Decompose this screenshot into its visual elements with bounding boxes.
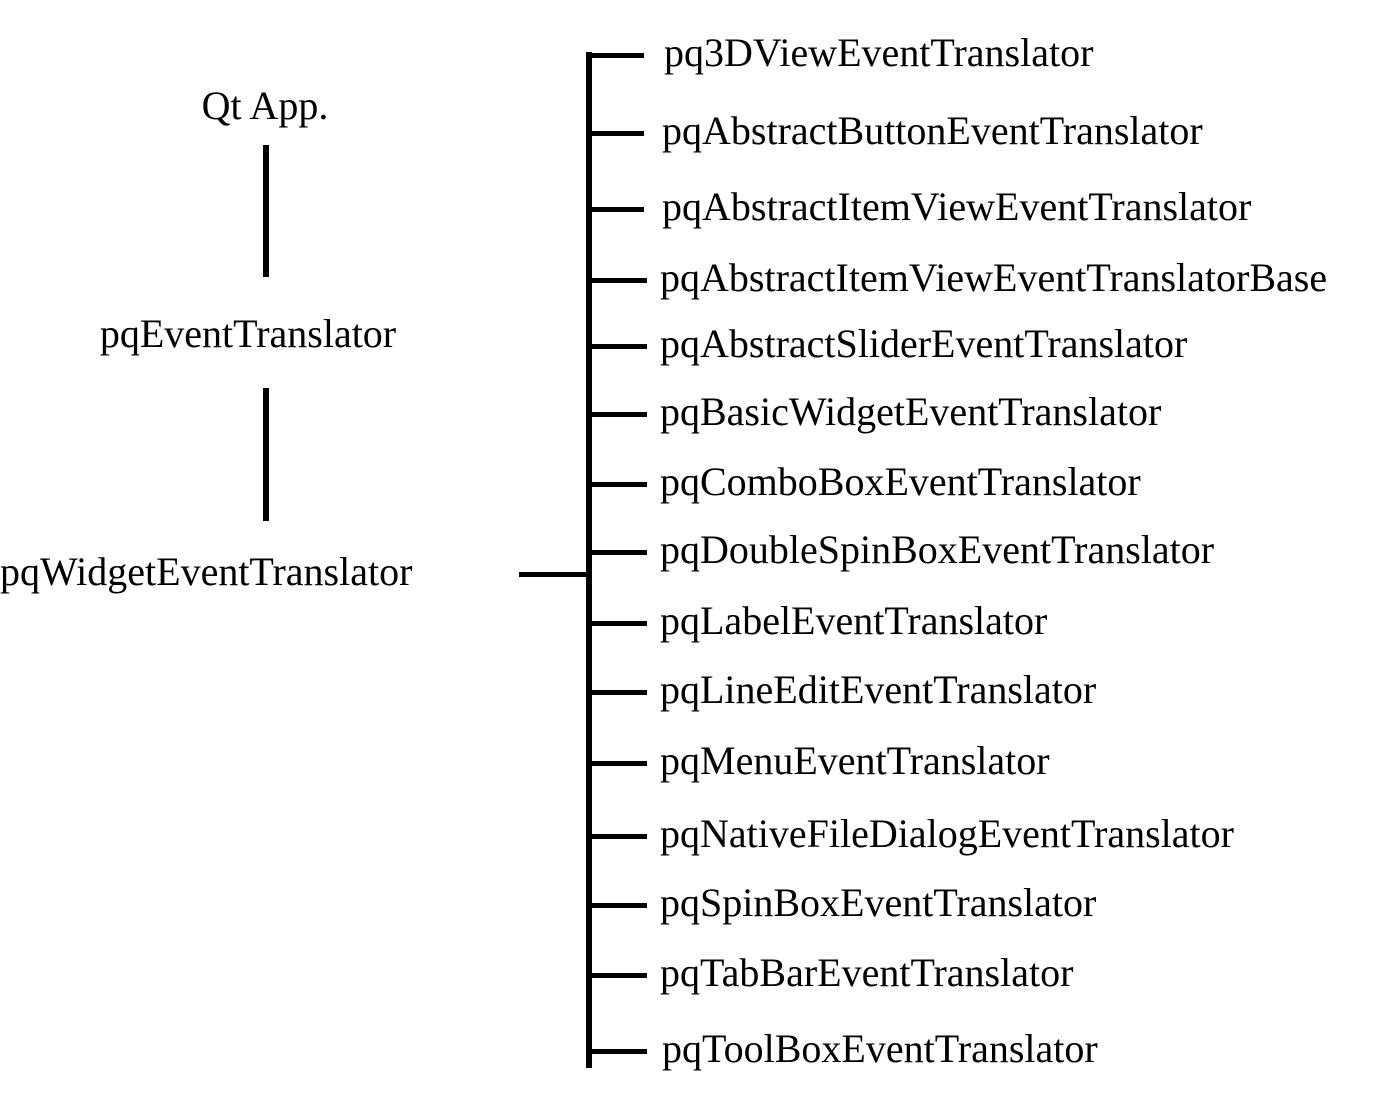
child-node-label: pqAbstractButtonEventTranslator <box>662 108 1203 153</box>
node-qt-app: Qt App. <box>201 83 329 128</box>
child-connector-tick <box>589 482 647 487</box>
child-connector-tick <box>589 207 644 212</box>
child-connector-tick <box>589 278 647 283</box>
child-node-label: pqTabBarEventTranslator <box>660 950 1074 995</box>
child-node-label: pqAbstractItemViewEventTranslatorBase <box>660 255 1328 300</box>
child-connector-tick <box>589 761 647 766</box>
child-connector-tick <box>589 690 647 695</box>
child-connector-tick <box>589 973 647 978</box>
node-pq-widget-event-translator: pqWidgetEventTranslator <box>0 549 413 594</box>
child-connector-tick <box>589 131 644 136</box>
child-connector-tick <box>589 344 647 349</box>
connector-widget-to-children <box>519 572 589 577</box>
child-connector-tick <box>589 621 647 626</box>
child-node-label: pqBasicWidgetEventTranslator <box>660 389 1162 434</box>
child-node-label: pqLineEditEventTranslator <box>660 667 1097 712</box>
connector-eventtranslator-to-widget <box>263 388 269 521</box>
node-pq-event-translator: pqEventTranslator <box>99 311 397 356</box>
child-node-label: pqAbstractSliderEventTranslator <box>660 321 1188 366</box>
child-connector-tick <box>589 834 647 839</box>
child-connector-tick <box>589 1049 647 1054</box>
children-bracket-spine <box>586 52 592 1068</box>
child-node-label: pqAbstractItemViewEventTranslator <box>662 184 1252 229</box>
child-node-label: pqSpinBoxEventTranslator <box>660 880 1097 925</box>
child-node-label: pqComboBoxEventTranslator <box>660 459 1141 504</box>
child-node-label: pqToolBoxEventTranslator <box>662 1026 1098 1071</box>
child-node-label: pqNativeFileDialogEventTranslator <box>660 811 1234 856</box>
child-node-label: pqDoubleSpinBoxEventTranslator <box>660 527 1215 572</box>
connector-qtapp-to-eventtranslator <box>263 145 269 277</box>
child-node-label: pqMenuEventTranslator <box>660 738 1050 783</box>
child-connector-tick <box>589 53 644 58</box>
child-connector-tick <box>589 903 647 908</box>
child-node-label: pqLabelEventTranslator <box>660 598 1048 643</box>
child-node-label: pq3DViewEventTranslator <box>664 30 1094 75</box>
child-connector-tick <box>589 550 647 555</box>
child-connector-tick <box>589 412 647 417</box>
